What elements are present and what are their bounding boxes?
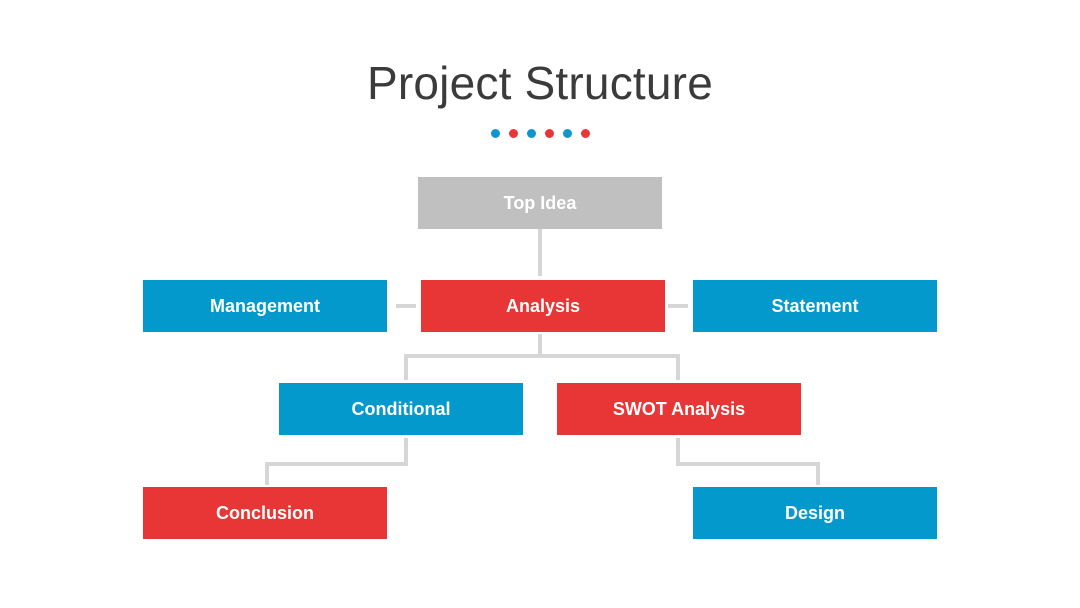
connector-analysis-to-children (404, 334, 542, 380)
divider-dot (508, 129, 518, 138)
node-swot-analysis: SWOT Analysis (557, 383, 801, 435)
divider-dot (490, 129, 500, 138)
node-label: Conditional (351, 398, 451, 419)
node-label: Top Idea (503, 192, 577, 213)
node-statement: Statement (693, 280, 937, 332)
node-label: Design (784, 502, 845, 523)
divider-dot (544, 129, 554, 138)
page-title: Project Structure (367, 57, 713, 109)
title-dots-divider (0, 128, 1080, 140)
divider-dot (526, 129, 536, 138)
node-analysis: Analysis (421, 280, 665, 332)
node-label: Analysis (505, 295, 581, 316)
node-label: Statement (771, 295, 859, 316)
node-label: SWOT Analysis (612, 398, 746, 419)
connector-swot-to-design (676, 438, 820, 485)
node-conditional: Conditional (279, 383, 523, 435)
divider-dot (562, 129, 572, 138)
node-management: Management (143, 280, 387, 332)
node-top-idea: Top Idea (418, 177, 662, 229)
node-label: Management (209, 295, 321, 316)
node-design: Design (693, 487, 937, 539)
connector-analysis-to-swot (540, 354, 680, 380)
divider-dot (580, 129, 590, 138)
connector-conditional-to-conclusion (265, 438, 408, 485)
node-label: Conclusion (216, 502, 314, 523)
node-conclusion: Conclusion (143, 487, 387, 539)
